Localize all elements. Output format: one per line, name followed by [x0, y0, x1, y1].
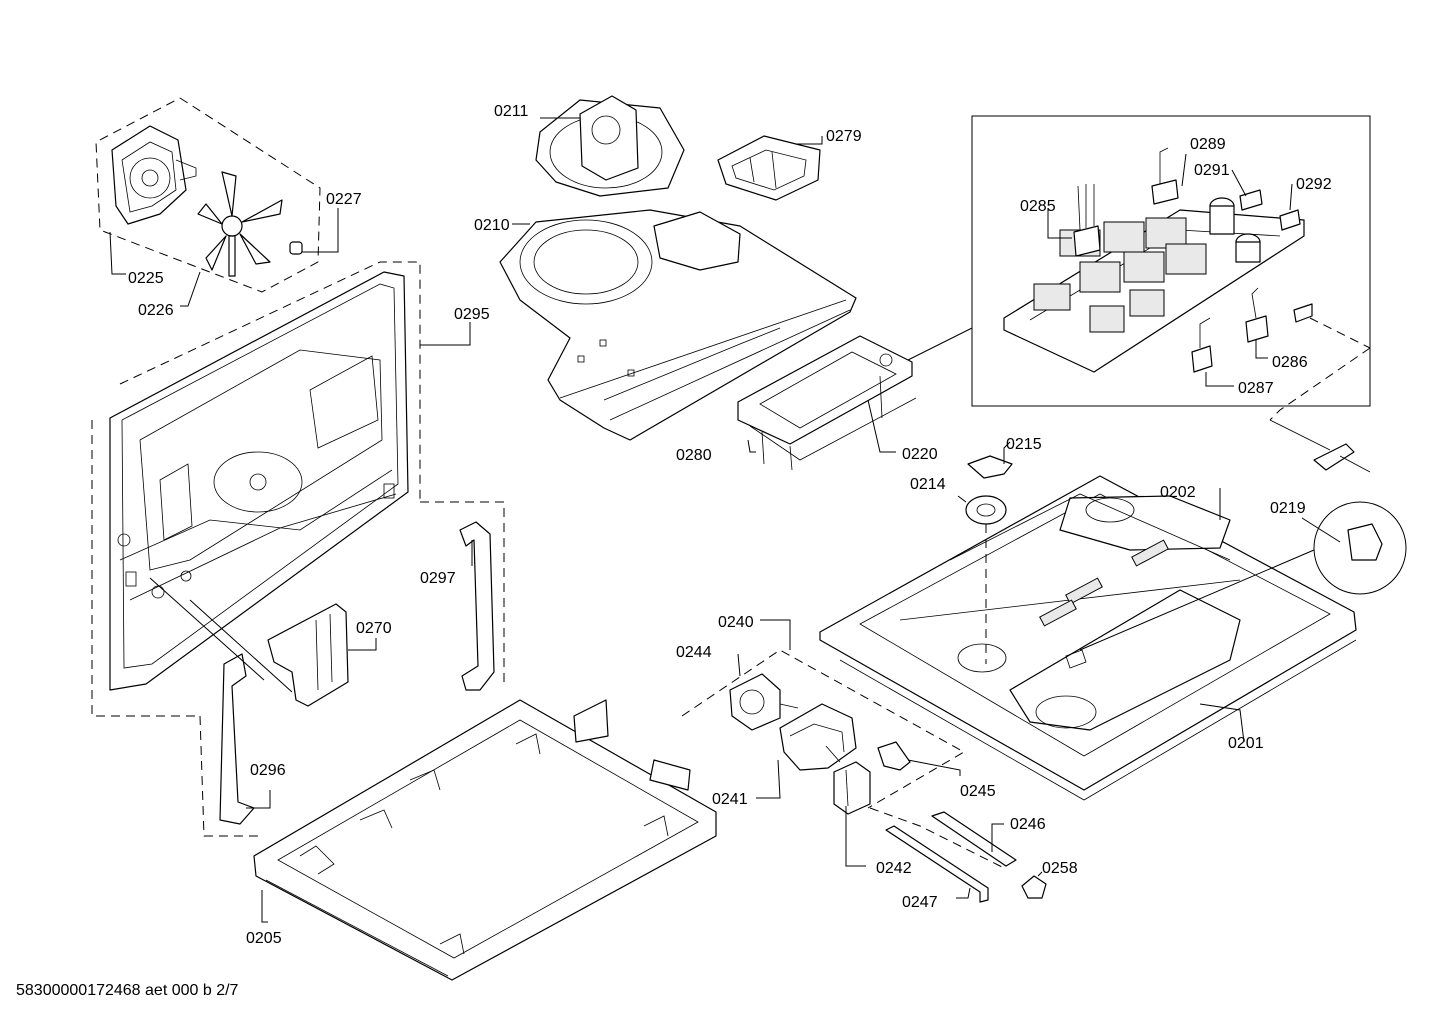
label-0296: 0296: [250, 762, 286, 779]
label-0244: 0244: [676, 644, 712, 661]
label-0246: 0246: [1010, 816, 1046, 833]
label-0201: 0201: [1228, 735, 1264, 752]
detail-frame: [971, 115, 1371, 407]
label-0219: 0219: [1270, 500, 1306, 517]
label-0247: 0247: [902, 894, 938, 911]
label-0258: 0258: [1042, 860, 1078, 877]
label-0286: 0286: [1272, 354, 1308, 371]
label-0214: 0214: [910, 476, 946, 493]
label-0289: 0289: [1190, 136, 1226, 153]
label-0215: 0215: [1006, 436, 1042, 453]
label-0240: 0240: [718, 614, 754, 631]
label-0297: 0297: [420, 570, 456, 587]
label-0292: 0292: [1296, 176, 1332, 193]
label-0285: 0285: [1020, 198, 1056, 215]
label-0245: 0245: [960, 783, 996, 800]
label-0242: 0242: [876, 860, 912, 877]
cover-plate: [267, 603, 377, 707]
label-0280: 0280: [676, 447, 712, 464]
rail-brackets: [149, 501, 505, 837]
rods-and-clip: [869, 807, 1047, 903]
label-0279: 0279: [826, 128, 862, 145]
part-labels: 0211 0279 0289 0291 0292 0285 0227 0210 …: [128, 103, 1332, 947]
document-footer-code: 58300000172468 aet 000 b 2/7: [16, 982, 239, 999]
fan-wheel: [197, 171, 283, 277]
thermostat-assembly: [681, 619, 966, 867]
label-0202: 0202: [1160, 484, 1196, 501]
label-0287: 0287: [1238, 380, 1274, 397]
label-0295: 0295: [454, 306, 490, 323]
air-guide-housing: [499, 209, 857, 441]
label-0205: 0205: [246, 930, 282, 947]
fan-motor-assembly: [95, 97, 339, 307]
bottom-tray: [253, 699, 717, 981]
terminal-block: [717, 135, 823, 201]
heater-contacts: [957, 441, 1407, 664]
label-0220: 0220: [902, 446, 938, 463]
label-0291: 0291: [1194, 162, 1230, 179]
temperature-sensor: [1269, 347, 1371, 473]
label-0211: 0211: [494, 103, 529, 120]
blower-motor: [535, 95, 685, 197]
detail-inset: [971, 115, 1371, 407]
fan-nut: [289, 241, 303, 255]
label-0270: 0270: [356, 620, 392, 637]
label-0210: 0210: [474, 217, 510, 234]
control-board: [737, 327, 973, 471]
label-0227: 0227: [326, 191, 362, 208]
label-0226: 0226: [138, 302, 174, 319]
back-panel: [91, 261, 471, 717]
label-0241: 0241: [712, 791, 748, 808]
label-0225: 0225: [128, 270, 164, 287]
base-plate: [819, 475, 1357, 801]
